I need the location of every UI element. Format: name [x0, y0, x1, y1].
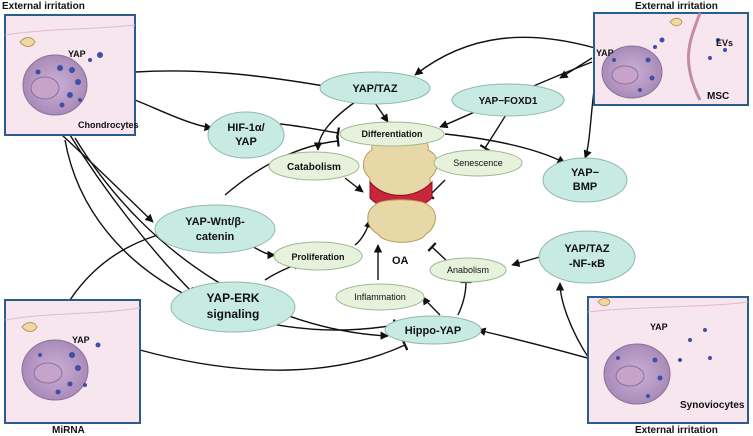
- node-erk-label-1: YAP-ERK: [207, 291, 260, 305]
- tibia: [367, 199, 436, 243]
- node-yap-foxd1: [451, 83, 565, 117]
- yap-label: YAP: [596, 48, 614, 58]
- yap-label: YAP: [68, 49, 86, 59]
- edge-syno-nfkb: [555, 282, 591, 361]
- edge-hippo-inflammation: [422, 296, 441, 316]
- irritation-icon: [19, 37, 36, 47]
- synoviocytes-panel: YAP Synoviocytes: [587, 296, 749, 424]
- edge-chondro-hif: [134, 99, 213, 132]
- node-nfkb-label-2: -NF-κB: [569, 258, 605, 270]
- nucleus: [615, 365, 645, 387]
- node-yap-taz: [319, 71, 431, 105]
- edge-diff-bmp: [444, 133, 566, 164]
- node-hif-yap: [207, 111, 285, 159]
- edge-yaptaz-catabolism: [313, 101, 356, 151]
- node-inflammation-label: Inflammation: [354, 292, 406, 302]
- edge-mirna-hippo: [139, 339, 409, 371]
- edge-msc-yaptaz: [414, 36, 596, 76]
- node-yap-taz-nfkb: [538, 230, 636, 284]
- oa-joint: OA: [363, 134, 438, 267]
- node-nfkb-label-1: YAP/TAZ: [564, 243, 610, 255]
- yap-label: YAP: [650, 322, 668, 332]
- node-erk-label-2: signaling: [207, 307, 260, 321]
- node-hippo-yap-label: Hippo-YAP: [405, 325, 461, 337]
- irritation-icon: [669, 17, 683, 27]
- edge-chondro-erk: [69, 134, 196, 296]
- irritation-icon: [597, 297, 611, 307]
- msc-title: MSC: [707, 91, 729, 102]
- node-catabolism: [268, 151, 360, 181]
- node-hif-label-2: YAP: [235, 136, 257, 148]
- synoviocytes-title: Synoviocytes: [680, 400, 745, 411]
- external-irritation-top-right: External irritation: [635, 1, 718, 12]
- msc-panel: YAP EVs MSC: [593, 12, 749, 106]
- external-irritation-top-left: External irritation: [2, 1, 85, 12]
- yap-dots: [612, 37, 727, 92]
- node-wnt-label-2: catenin: [196, 231, 235, 243]
- nucleus: [611, 65, 639, 85]
- node-anabolism: [429, 257, 507, 283]
- node-yap-erk: [170, 281, 296, 333]
- edge-chondro-yaptaz: [134, 70, 331, 90]
- edge-nfkb-anabolism: [511, 255, 544, 267]
- irritation-icon: [21, 322, 38, 332]
- node-catabolism-label: Catabolism: [287, 162, 341, 173]
- node-yap-wnt: [154, 204, 276, 254]
- nucleus: [30, 76, 60, 100]
- yap-dots: [616, 328, 712, 398]
- node-hif-label-1: HIF-1α/: [227, 122, 264, 134]
- yap-dots: [38, 342, 101, 395]
- node-proliferation-label: Proliferation: [291, 252, 344, 262]
- edge-yaptaz-diff: [374, 102, 389, 123]
- mirna-title: MiRNA: [52, 425, 85, 436]
- edge-catabolism-oa: [344, 177, 364, 193]
- node-wnt-label-1: YAP-Wnt/β-: [185, 216, 245, 228]
- oa-label: OA: [392, 255, 409, 267]
- node-hippo-yap: [384, 315, 482, 345]
- yap-label: YAP: [72, 335, 90, 345]
- chondrocytes-title: Chondrocytes: [78, 120, 139, 130]
- node-yap-bmp: [542, 157, 628, 203]
- edge-chondro-wnt: [61, 134, 154, 223]
- node-yap-bmp-label-1: YAP−: [571, 167, 599, 179]
- membrane: [686, 12, 702, 101]
- edge-prolif-oa: [354, 219, 373, 246]
- node-differentiation-label: Differentiation: [361, 129, 422, 139]
- node-senescence-label: Senescence: [453, 158, 503, 168]
- external-irritation-bottom-right: External irritation: [635, 425, 718, 436]
- mirna-panel: YAP: [4, 299, 141, 424]
- evs-label: EVs: [716, 38, 733, 48]
- node-yap-foxd1-label: YAP−FOXD1: [479, 96, 538, 107]
- edge-hippo-anabolism: [457, 280, 472, 316]
- node-senescence: [433, 149, 523, 177]
- nodes: YAP/TAZ YAP−FOXD1 HIF-1α/ YAP Differenti…: [154, 71, 636, 345]
- edge-anabolism-oa: [427, 242, 449, 263]
- edge-mirna-wnt: [69, 230, 166, 301]
- yap-dots: [35, 52, 103, 108]
- node-yap-taz-label: YAP/TAZ: [352, 83, 398, 95]
- nucleus: [33, 362, 63, 384]
- chondrocytes-panel: YAP Chondrocytes: [4, 14, 139, 136]
- node-anabolism-label: Anabolism: [447, 265, 489, 275]
- edge-hif-diff: [279, 123, 341, 139]
- node-inflammation: [335, 283, 425, 311]
- node-yap-bmp-label-2: BMP: [573, 181, 597, 193]
- node-proliferation: [273, 241, 363, 271]
- node-differentiation: [339, 121, 445, 147]
